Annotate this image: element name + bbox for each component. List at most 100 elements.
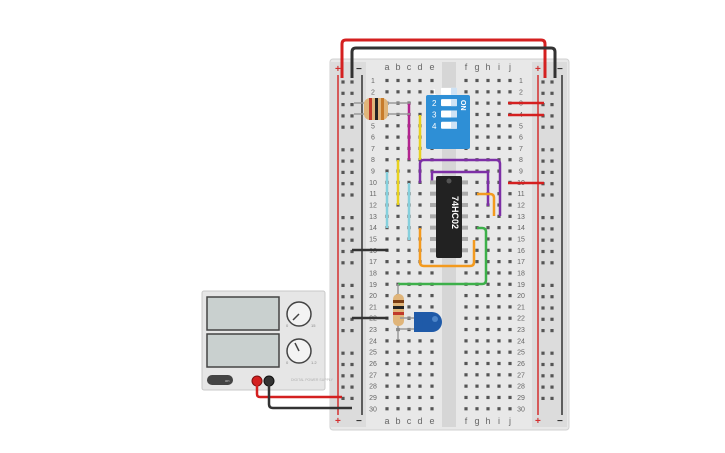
rail-hole[interactable] (350, 317, 354, 321)
breadboard-hole[interactable] (396, 135, 400, 139)
rail-hole[interactable] (350, 249, 354, 254)
breadboard-hole[interactable] (508, 271, 512, 275)
breadboard-hole[interactable] (508, 226, 512, 230)
breadboard-hole[interactable] (464, 327, 468, 332)
rail-hole[interactable] (341, 114, 345, 118)
rail-hole[interactable] (341, 362, 345, 367)
breadboard-hole[interactable] (385, 124, 389, 128)
breadboard-hole[interactable] (430, 260, 434, 264)
breadboard-hole[interactable] (430, 305, 434, 309)
breadboard-hole[interactable] (486, 384, 490, 388)
breadboard-hole[interactable] (486, 271, 490, 275)
breadboard-hole[interactable] (508, 407, 512, 411)
breadboard-hole[interactable] (396, 90, 400, 94)
rail-hole[interactable] (550, 329, 554, 333)
rail-hole[interactable] (350, 396, 354, 400)
breadboard-hole[interactable] (418, 226, 422, 230)
rail-hole[interactable] (350, 362, 354, 367)
breadboard-hole[interactable] (385, 146, 389, 151)
breadboard-hole[interactable] (396, 384, 400, 388)
breadboard-hole[interactable] (418, 214, 422, 218)
rail-hole[interactable] (550, 125, 554, 129)
breadboard-hole[interactable] (430, 407, 434, 411)
breadboard-hole[interactable] (497, 214, 501, 218)
breadboard-hole[interactable] (385, 327, 389, 332)
breadboard-hole[interactable] (508, 282, 512, 286)
rail-hole[interactable] (541, 396, 545, 400)
breadboard-hole[interactable] (475, 135, 479, 139)
rail-hole[interactable] (550, 362, 554, 367)
breadboard-hole[interactable] (475, 293, 479, 298)
rail-hole[interactable] (550, 295, 554, 299)
breadboard-hole[interactable] (497, 271, 501, 275)
breadboard-hole[interactable] (497, 124, 501, 128)
breadboard-hole[interactable] (385, 282, 389, 286)
breadboard-hole[interactable] (508, 248, 512, 252)
rail-hole[interactable] (350, 351, 354, 355)
rail-hole[interactable] (541, 103, 545, 107)
breadboard-hole[interactable] (497, 135, 501, 139)
rail-hole[interactable] (541, 193, 545, 197)
rail-hole[interactable] (541, 385, 545, 389)
breadboard-hole[interactable] (497, 260, 501, 264)
wire-supply-red[interactable] (255, 381, 342, 399)
breadboard-hole[interactable] (497, 384, 501, 388)
breadboard-hole[interactable] (486, 327, 490, 332)
breadboard-hole[interactable] (385, 90, 389, 94)
breadboard-hole[interactable] (396, 271, 400, 275)
rail-hole[interactable] (550, 385, 554, 389)
breadboard-hole[interactable] (475, 361, 479, 366)
rail-hole[interactable] (341, 216, 345, 220)
rail-hole[interactable] (541, 329, 545, 333)
breadboard-hole[interactable] (508, 316, 512, 320)
breadboard-hole[interactable] (396, 214, 400, 218)
rail-hole[interactable] (550, 317, 554, 321)
rail-hole[interactable] (341, 159, 345, 163)
rail-hole[interactable] (541, 148, 545, 152)
rail-hole[interactable] (341, 351, 345, 355)
breadboard-hole[interactable] (396, 407, 400, 411)
breadboard-hole[interactable] (497, 282, 501, 286)
rail-hole[interactable] (550, 103, 554, 107)
rail-hole[interactable] (541, 125, 545, 129)
breadboard-hole[interactable] (418, 384, 422, 388)
breadboard-hole[interactable] (475, 78, 479, 83)
breadboard-hole[interactable] (430, 339, 434, 343)
rail-hole[interactable] (350, 374, 354, 378)
breadboard-hole[interactable] (385, 260, 389, 264)
rail-hole[interactable] (550, 238, 554, 242)
breadboard-hole[interactable] (497, 373, 501, 377)
breadboard-hole[interactable] (407, 180, 411, 184)
breadboard-hole[interactable] (396, 203, 400, 207)
breadboard-hole[interactable] (430, 271, 434, 275)
breadboard-hole[interactable] (508, 350, 512, 354)
ic-74hc02[interactable]: 74HC02 (430, 176, 468, 258)
breadboard-hole[interactable] (508, 384, 512, 388)
breadboard-hole[interactable] (508, 124, 512, 128)
rail-hole[interactable] (341, 329, 345, 333)
breadboard-hole[interactable] (508, 214, 512, 218)
breadboard-hole[interactable] (396, 339, 400, 343)
breadboard-hole[interactable] (475, 101, 479, 105)
rail-hole[interactable] (541, 170, 545, 174)
rail-hole[interactable] (350, 385, 354, 389)
rail-hole[interactable] (541, 238, 545, 242)
rail-hole[interactable] (541, 227, 545, 231)
rail-hole[interactable] (550, 261, 554, 265)
breadboard-hole[interactable] (396, 395, 400, 400)
rail-hole[interactable] (550, 170, 554, 174)
breadboard-hole[interactable] (385, 135, 389, 139)
breadboard-hole[interactable] (486, 112, 490, 117)
breadboard-hole[interactable] (475, 271, 479, 275)
rail-hole[interactable] (350, 193, 354, 197)
breadboard-hole[interactable] (407, 361, 411, 366)
rail-hole[interactable] (350, 216, 354, 220)
breadboard-hole[interactable] (385, 407, 389, 411)
breadboard-hole[interactable] (396, 260, 400, 264)
rail-hole[interactable] (541, 351, 545, 355)
breadboard-hole[interactable] (486, 373, 490, 377)
rail-hole[interactable] (350, 80, 354, 84)
breadboard-hole[interactable] (497, 361, 501, 366)
rail-hole[interactable] (550, 249, 554, 254)
rail-hole[interactable] (550, 283, 554, 287)
